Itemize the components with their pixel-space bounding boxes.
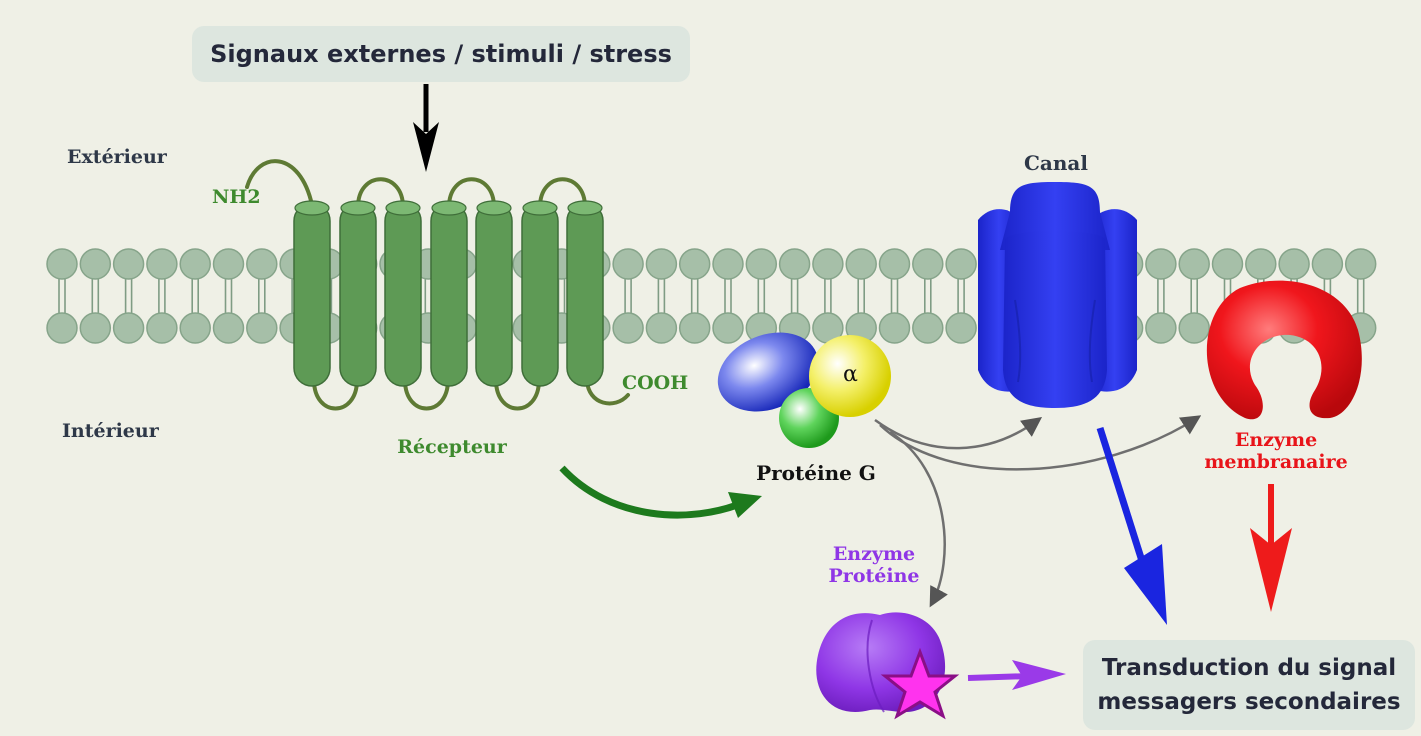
- enzyme-output-arrow: [1250, 484, 1292, 612]
- transmembrane-helix-3: [384, 200, 422, 387]
- protein-enzyme-line-2: Protéine: [828, 564, 920, 587]
- membrane-enzyme-line-2: membranaire: [1204, 450, 1348, 473]
- receptor-label: Récepteur: [397, 436, 507, 458]
- transmembrane-helix-2: [339, 200, 377, 387]
- lipid-molecule: [745, 248, 778, 344]
- g-protein-label: Protéine G: [756, 461, 876, 485]
- lipid-molecule: [246, 248, 278, 344]
- transmembrane-helix-1: [293, 200, 331, 387]
- protein-enzyme: [816, 612, 960, 720]
- transmembrane-helix-6: [521, 200, 559, 387]
- channel-output-arrow: [1096, 426, 1167, 625]
- lipid-molecule: [845, 248, 877, 344]
- lipid-molecule: [79, 248, 112, 344]
- inside-label: Intérieur: [62, 420, 159, 442]
- stimulus-text: Signaux externes / stimuli / stress: [210, 40, 672, 68]
- lipid-molecule: [1145, 248, 1177, 344]
- lipid-molecule: [645, 248, 678, 344]
- transduction-box: Transduction du signal messagers seconda…: [1083, 640, 1415, 730]
- channel-label: Canal: [1024, 151, 1088, 175]
- lipid-molecule: [878, 248, 911, 344]
- lipid-molecule: [212, 248, 245, 344]
- alpha-subunit-label: α: [843, 362, 858, 387]
- receptor-helices: [293, 200, 604, 387]
- membrane-enzyme: [1206, 280, 1362, 420]
- protein-enzyme-arrow: [967, 660, 1066, 690]
- membrane-enzyme-line-1: Enzyme: [1234, 429, 1318, 451]
- transduction-line-2: messagers secondaires: [1097, 689, 1401, 715]
- transmembrane-helix-4: [430, 200, 468, 387]
- membrane-enzyme-label: Enzyme membranaire: [1204, 429, 1348, 474]
- protein-enzyme-label: Enzyme Protéine: [828, 543, 920, 588]
- g-protein: [717, 332, 891, 448]
- star-icon: [880, 647, 960, 720]
- lipid-molecule: [1178, 248, 1210, 344]
- g-protein-effector-arrows: [874, 415, 1202, 608]
- lipid-bilayer: [46, 248, 1377, 344]
- lipid-molecule: [179, 248, 211, 344]
- stimulus-arrow: [413, 84, 439, 172]
- transmembrane-helix-7: [566, 200, 604, 387]
- stimulus-box: Signaux externes / stimuli / stress: [192, 26, 690, 82]
- lipid-molecule: [945, 248, 977, 344]
- activation-arrow: [559, 465, 762, 519]
- receptor-loops: [245, 159, 630, 411]
- lipid-molecule: [778, 248, 811, 344]
- lipid-molecule: [46, 248, 78, 344]
- lipid-molecule: [146, 248, 178, 344]
- lipid-molecule: [912, 248, 944, 344]
- lipid-molecule: [712, 248, 744, 344]
- transduction-line-1: Transduction du signal: [1101, 654, 1397, 681]
- nh2-label: NH2: [212, 186, 261, 208]
- transmembrane-helix-5: [475, 200, 513, 387]
- outside-label: Extérieur: [67, 146, 167, 168]
- cooh-label: COOH: [622, 372, 689, 394]
- protein-enzyme-line-1: Enzyme: [832, 543, 916, 565]
- lipid-molecule: [812, 248, 844, 344]
- lipid-molecule: [112, 248, 145, 344]
- lipid-molecule: [612, 248, 644, 344]
- ion-channel: [978, 182, 1137, 408]
- lipid-molecule: [678, 248, 711, 344]
